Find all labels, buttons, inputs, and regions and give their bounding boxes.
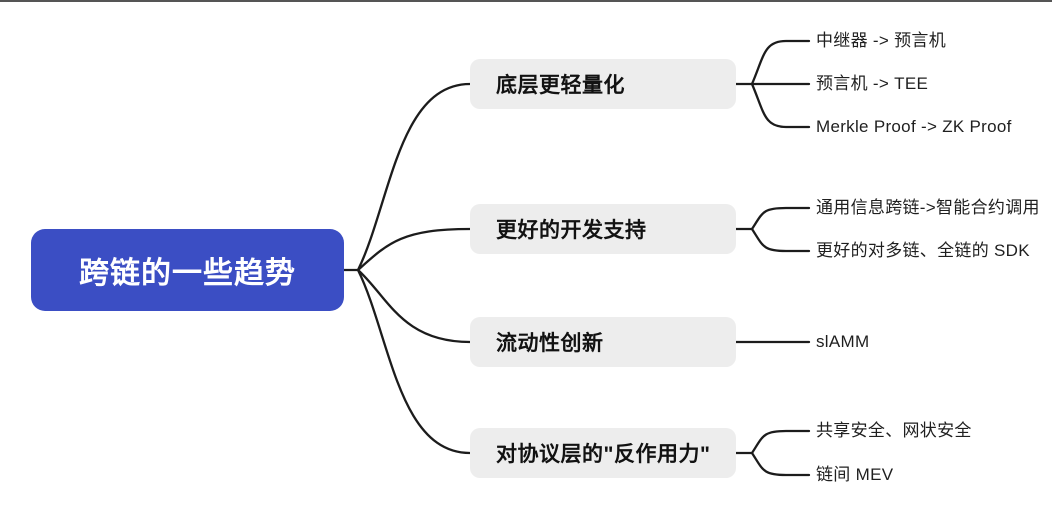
connector-root-branch-2 (356, 227, 472, 272)
connector-root-branch-1 (356, 82, 472, 272)
leaf-node[interactable]: Merkle Proof -> ZK Proof (816, 117, 1012, 136)
leaf-node[interactable]: slAMM (816, 332, 870, 351)
connector-branch2-leaf2 (750, 227, 811, 253)
connector-branch2-leaf1 (750, 206, 811, 231)
connector-branch4-leaf2 (750, 451, 811, 477)
branch-node-label: 更好的开发支持 (496, 219, 647, 242)
connector-branch4-leaf1 (750, 429, 811, 455)
branch-node-label: 底层更轻量化 (496, 74, 625, 97)
branch-node-label: 流动性创新 (496, 332, 604, 355)
top-divider-line (0, 0, 1052, 2)
connector-root-branch-3 (356, 268, 472, 344)
connector-branch1-leaf1 (750, 39, 811, 86)
leaf-node[interactable]: 共享安全、网状安全 (816, 421, 972, 440)
branch-node-1[interactable]: 底层更轻量化 (470, 59, 736, 109)
leaf-node[interactable]: 预言机 -> TEE (816, 74, 929, 93)
leaf-node[interactable]: 链间 MEV (816, 465, 894, 484)
branch-node-3[interactable]: 流动性创新 (470, 317, 736, 367)
connector-branch1-leaf3 (750, 82, 811, 129)
branch-node-4[interactable]: 对协议层的"反作用力" (470, 428, 736, 478)
branch-node-2[interactable]: 更好的开发支持 (470, 204, 736, 254)
leaf-node[interactable]: 通用信息跨链->智能合约调用 (816, 198, 1040, 217)
root-node-label: 跨链的一些趋势 (79, 257, 296, 290)
branch-node-label: 对协议层的"反作用力" (496, 443, 711, 466)
leaf-node[interactable]: 中继器 -> 预言机 (816, 31, 947, 50)
root-node[interactable]: 跨链的一些趋势 (31, 229, 344, 311)
leaf-node[interactable]: 更好的对多链、全链的 SDK (816, 241, 1030, 260)
connector-root-branch-4 (356, 268, 472, 455)
